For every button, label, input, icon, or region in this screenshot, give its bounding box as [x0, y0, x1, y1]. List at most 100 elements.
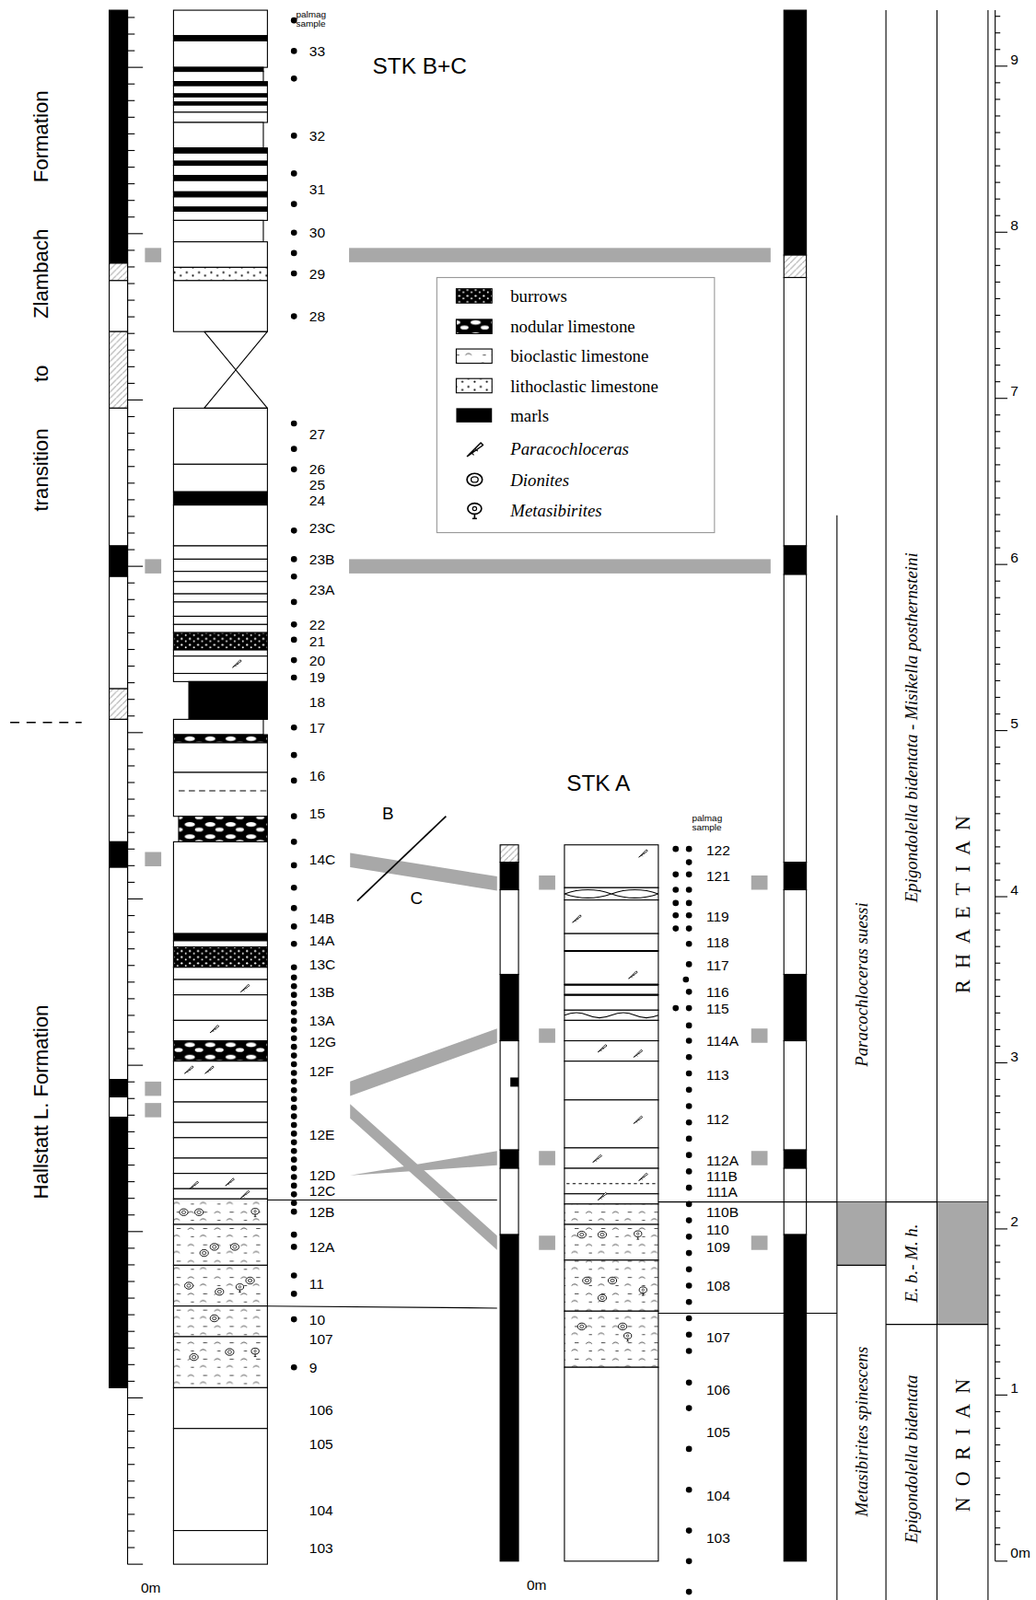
sample-dot	[291, 1139, 298, 1146]
ruler-tick	[128, 849, 136, 850]
scale-tick	[995, 265, 1002, 267]
sample-dot	[686, 941, 693, 948]
sample-number: 13C	[309, 957, 336, 973]
bed	[564, 845, 659, 889]
bed	[564, 1148, 659, 1169]
zone-name: Metasibirites spinescens	[852, 1346, 871, 1517]
sample-dot	[291, 1113, 298, 1120]
sample-number: 20	[309, 652, 326, 668]
sample-dot	[686, 846, 693, 853]
sample-dot	[686, 1315, 693, 1323]
ruler-tick	[128, 1115, 136, 1117]
bed	[173, 1188, 268, 1199]
sample-number: 32	[309, 128, 326, 144]
ruler-tick	[128, 1431, 136, 1432]
scale-tick	[995, 331, 1002, 333]
polarity-zone	[510, 1077, 519, 1087]
bed	[173, 933, 268, 942]
sample-number: 116	[706, 985, 730, 1001]
correlation-bar	[349, 558, 771, 574]
sample-number: 17	[309, 721, 326, 736]
scale-tick	[995, 614, 1002, 616]
sample-dot	[291, 132, 298, 140]
polarity-zone	[500, 974, 519, 1041]
sample-dot	[291, 838, 298, 846]
ruler-tick	[128, 1048, 136, 1050]
sample-dot	[291, 1052, 298, 1060]
ruler-tick	[128, 50, 136, 52]
ruler-tick	[128, 1247, 136, 1249]
ruler-tick	[128, 1548, 136, 1549]
scale-tick	[995, 513, 1002, 515]
bed	[173, 148, 268, 154]
fault-label: B	[382, 804, 395, 823]
metasibirites-fossil	[639, 1287, 647, 1296]
sample-dot	[291, 1061, 298, 1069]
sample-dot	[686, 1037, 693, 1045]
sample-number: 30	[309, 225, 326, 241]
ruler-tick	[128, 166, 136, 168]
sample-number: 122	[706, 843, 731, 859]
sample-dot	[291, 1165, 298, 1173]
bed	[173, 152, 268, 162]
polarity-zone	[109, 407, 129, 547]
ruler-tick	[128, 865, 136, 867]
scale-tick	[995, 32, 1002, 34]
scale-tick	[995, 48, 1002, 50]
scale-tick	[995, 930, 1002, 932]
bed	[173, 1429, 268, 1532]
sample-number: 113	[706, 1067, 730, 1083]
paracochloceras-fossil	[240, 1190, 250, 1199]
bed	[173, 979, 268, 996]
bed	[173, 571, 268, 583]
sample-number: 28	[309, 309, 326, 325]
scale-tick	[995, 1511, 1002, 1513]
ruler-tick	[128, 1480, 136, 1482]
boundary-line	[267, 1199, 989, 1314]
scale-tick	[995, 1129, 1002, 1130]
scale-tick	[995, 65, 1008, 67]
scale-tick	[995, 813, 1002, 815]
bed	[173, 267, 268, 280]
metasibirites-fossil	[251, 1209, 259, 1218]
sample-number: 26	[309, 462, 326, 478]
sample-number: 11	[309, 1277, 325, 1293]
scale-tick	[995, 630, 1002, 632]
sample-dot	[686, 1185, 693, 1192]
ruler-tick	[128, 333, 136, 335]
bed	[173, 1198, 268, 1225]
sample-dot	[291, 420, 298, 428]
ruler-tick	[128, 948, 136, 950]
zone-band: E. b.- M. h.	[887, 1204, 935, 1324]
ruler-tick	[128, 83, 136, 85]
scale-tick	[995, 1478, 1002, 1479]
ruler-tick	[128, 1131, 136, 1133]
paracochloceras-fossil	[189, 1181, 199, 1189]
sample-number: 115	[706, 1001, 730, 1016]
sample-number: 22	[309, 617, 326, 633]
ruler-tick	[128, 349, 136, 351]
sample-dot	[291, 1122, 298, 1130]
scale-tick	[995, 531, 1002, 533]
bed	[173, 624, 268, 633]
bed	[564, 933, 659, 952]
bed	[173, 122, 264, 149]
ruler-tick	[128, 582, 136, 584]
bed	[173, 161, 268, 165]
scale-tick	[995, 348, 1002, 350]
scale-tick	[995, 996, 1002, 998]
polarity-zone	[783, 10, 806, 256]
polarity-zone	[500, 889, 519, 975]
sample-dot	[686, 961, 693, 968]
scale-tick	[995, 763, 1002, 765]
polarity-zone	[109, 719, 129, 842]
sample-dot	[686, 1331, 693, 1339]
polarity-zone	[783, 1041, 806, 1152]
scale-tick	[995, 963, 1002, 965]
sample-dot	[686, 925, 693, 932]
ruler-tick	[128, 1497, 136, 1499]
sample-dot	[291, 724, 298, 732]
ruler-tick	[128, 998, 136, 1000]
scale-tick	[995, 480, 1002, 482]
scale-tick	[995, 1328, 1002, 1330]
